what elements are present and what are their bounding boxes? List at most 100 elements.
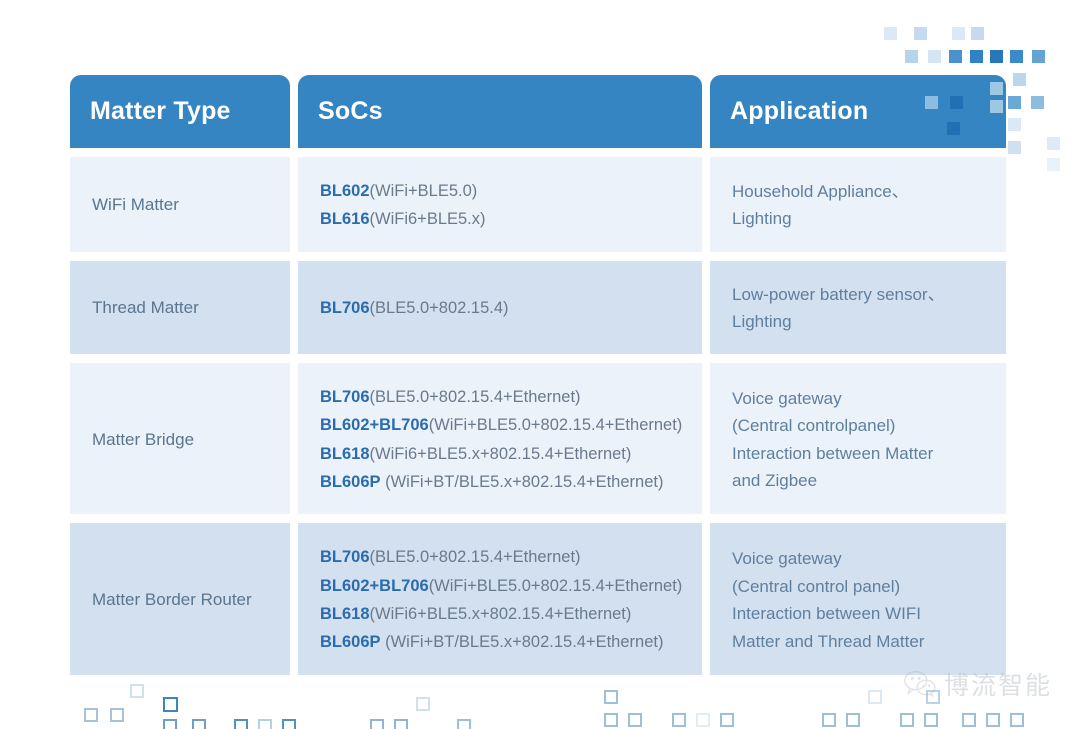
watermark: 博流智能 bbox=[903, 666, 1052, 702]
decor-square bbox=[370, 719, 384, 729]
cell-application: Household Appliance、 Lighting bbox=[710, 157, 1006, 252]
cell-socs: BL706(BLE5.0+802.15.4) bbox=[298, 260, 702, 354]
socs-list: BL706(BLE5.0+802.15.4+Ethernet) BL602+BL… bbox=[320, 543, 682, 657]
soc-item: BL618(WiFi6+BLE5.x+802.15.4+Ethernet) bbox=[320, 440, 682, 468]
matter-type-label: WiFi Matter bbox=[92, 195, 179, 215]
decor-square bbox=[258, 719, 272, 729]
application-line: and Zigbee bbox=[732, 471, 818, 491]
soc-chip-name: BL706 bbox=[320, 548, 370, 567]
application-line: Interaction between Matter bbox=[732, 443, 934, 463]
decor-square bbox=[990, 50, 1003, 63]
column-header-socs: SoCs bbox=[298, 75, 702, 148]
decor-square bbox=[720, 713, 734, 727]
application-line: (Central control panel) bbox=[732, 576, 901, 596]
decor-square bbox=[1010, 713, 1024, 727]
decor-square bbox=[928, 50, 941, 63]
decor-square bbox=[971, 27, 984, 40]
cell-application: Voice gateway (Central control panel) In… bbox=[710, 523, 1006, 675]
soc-chip-name: BL616 bbox=[320, 210, 370, 229]
application-line: Household Appliance、 bbox=[732, 181, 909, 201]
socs-list: BL706(BLE5.0+802.15.4+Ethernet) BL602+BL… bbox=[320, 383, 682, 497]
decor-square bbox=[416, 697, 430, 711]
cell-matter-type: WiFi Matter bbox=[70, 157, 290, 252]
matter-type-label: Thread Matter bbox=[92, 298, 199, 318]
soc-item: BL602+BL706(WiFi+BLE5.0+802.15.4+Etherne… bbox=[320, 572, 682, 600]
decor-square bbox=[282, 719, 296, 729]
decor-square bbox=[986, 713, 1000, 727]
socs-list: BL602(WiFi+BLE5.0) BL616(WiFi6+BLE5.x) bbox=[320, 177, 486, 234]
soc-chip-name: BL602 bbox=[320, 182, 370, 200]
decor-square bbox=[130, 684, 144, 698]
soc-item: BL706(BLE5.0+802.15.4+Ethernet) bbox=[320, 543, 682, 571]
decor-square bbox=[868, 690, 882, 704]
soc-chip-name: BL606P bbox=[320, 633, 381, 652]
application-line: Voice gateway bbox=[732, 549, 842, 568]
application-text: Voice gateway (Central control panel) In… bbox=[732, 545, 924, 655]
decor-square bbox=[1010, 50, 1023, 63]
application-line: (Central controlpanel) bbox=[732, 416, 896, 436]
cell-matter-type: Thread Matter bbox=[70, 260, 290, 354]
soc-chip-detail: (WiFi+BLE5.0) bbox=[369, 182, 478, 200]
application-line: Low-power battery sensor、 bbox=[732, 284, 945, 304]
decor-square bbox=[1047, 137, 1060, 150]
column-header-matter-type: Matter Type bbox=[70, 75, 290, 148]
decor-square bbox=[952, 27, 965, 40]
decor-square bbox=[1032, 50, 1045, 63]
cell-socs: BL706(BLE5.0+802.15.4+Ethernet) BL602+BL… bbox=[298, 362, 702, 515]
soc-chip-name: BL602+BL706 bbox=[320, 576, 429, 595]
soc-chip-detail: (BLE5.0+802.15.4) bbox=[369, 299, 509, 318]
decor-square bbox=[990, 100, 1003, 113]
table-row: WiFi Matter BL602(WiFi+BLE5.0) BL616(WiF… bbox=[70, 157, 1006, 252]
soc-chip-detail: (BLE5.0+802.15.4+Ethernet) bbox=[369, 387, 581, 406]
table-row: Matter Bridge BL706(BLE5.0+802.15.4+Ethe… bbox=[70, 362, 1006, 515]
table-header-row: Matter Type SoCs Application bbox=[70, 75, 1006, 148]
decor-square bbox=[949, 50, 962, 63]
application-line: Lighting bbox=[732, 209, 792, 229]
soc-chip-name: BL706 bbox=[320, 387, 370, 406]
decor-square bbox=[822, 713, 836, 727]
soc-chip-name: BL706 bbox=[320, 299, 370, 318]
decor-square bbox=[1008, 118, 1021, 131]
column-header-label: Application bbox=[730, 97, 869, 125]
decor-square bbox=[163, 719, 177, 729]
watermark-text: 博流智能 bbox=[943, 671, 1052, 700]
cell-application: Low-power battery sensor、 Lighting bbox=[710, 260, 1006, 354]
decor-square bbox=[1008, 141, 1021, 154]
cell-socs: BL706(BLE5.0+802.15.4+Ethernet) BL602+BL… bbox=[298, 523, 702, 675]
soc-chip-detail: (WiFi6+BLE5.x+802.15.4+Ethernet) bbox=[369, 605, 632, 624]
soc-chip-detail: (WiFi+BLE5.0+802.15.4+Ethernet) bbox=[428, 416, 683, 435]
table-row: Matter Border Router BL706(BLE5.0+802.15… bbox=[70, 523, 1006, 675]
soc-chip-name: BL618 bbox=[320, 444, 370, 463]
decor-square bbox=[604, 713, 618, 727]
decor-square bbox=[914, 27, 927, 40]
decor-square bbox=[604, 690, 618, 704]
soc-chip-detail: (WiFi+BT/BLE5.x+802.15.4+Ethernet) bbox=[380, 472, 664, 491]
column-header-label: SoCs bbox=[318, 97, 383, 125]
soc-item: BL706(BLE5.0+802.15.4) bbox=[320, 294, 509, 322]
soc-chip-detail: (BLE5.0+802.15.4+Ethernet) bbox=[369, 548, 581, 567]
decor-square bbox=[163, 697, 178, 712]
application-text: Low-power battery sensor、 Lighting bbox=[732, 281, 945, 336]
soc-item: BL606P (WiFi+BT/BLE5.x+802.15.4+Ethernet… bbox=[320, 468, 682, 496]
application-line: Interaction between WIFI bbox=[732, 604, 921, 624]
decor-square bbox=[394, 719, 408, 729]
cell-socs: BL602(WiFi+BLE5.0) BL616(WiFi6+BLE5.x) bbox=[298, 157, 702, 252]
decor-square bbox=[990, 82, 1003, 95]
decor-square bbox=[950, 96, 963, 109]
matter-comparison-table: Matter Type SoCs Application WiFi Matter… bbox=[70, 75, 1006, 684]
matter-type-label: Matter Bridge bbox=[92, 429, 195, 449]
socs-list: BL706(BLE5.0+802.15.4) bbox=[320, 294, 509, 322]
soc-chip-detail: (WiFi6+BLE5.x) bbox=[369, 210, 486, 229]
soc-item: BL606P (WiFi+BT/BLE5.x+802.15.4+Ethernet… bbox=[320, 628, 682, 656]
decor-square bbox=[925, 96, 938, 109]
decor-square bbox=[672, 713, 686, 727]
decor-square bbox=[884, 27, 897, 40]
application-line: Lighting bbox=[732, 312, 792, 332]
decor-square bbox=[905, 50, 918, 63]
column-header-label: Matter Type bbox=[90, 97, 231, 125]
decor-square bbox=[924, 713, 938, 727]
soc-chip-detail: (WiFi+BT/BLE5.x+802.15.4+Ethernet) bbox=[380, 633, 664, 652]
soc-item: BL618(WiFi6+BLE5.x+802.15.4+Ethernet) bbox=[320, 600, 682, 628]
column-header-application: Application bbox=[710, 75, 1006, 148]
